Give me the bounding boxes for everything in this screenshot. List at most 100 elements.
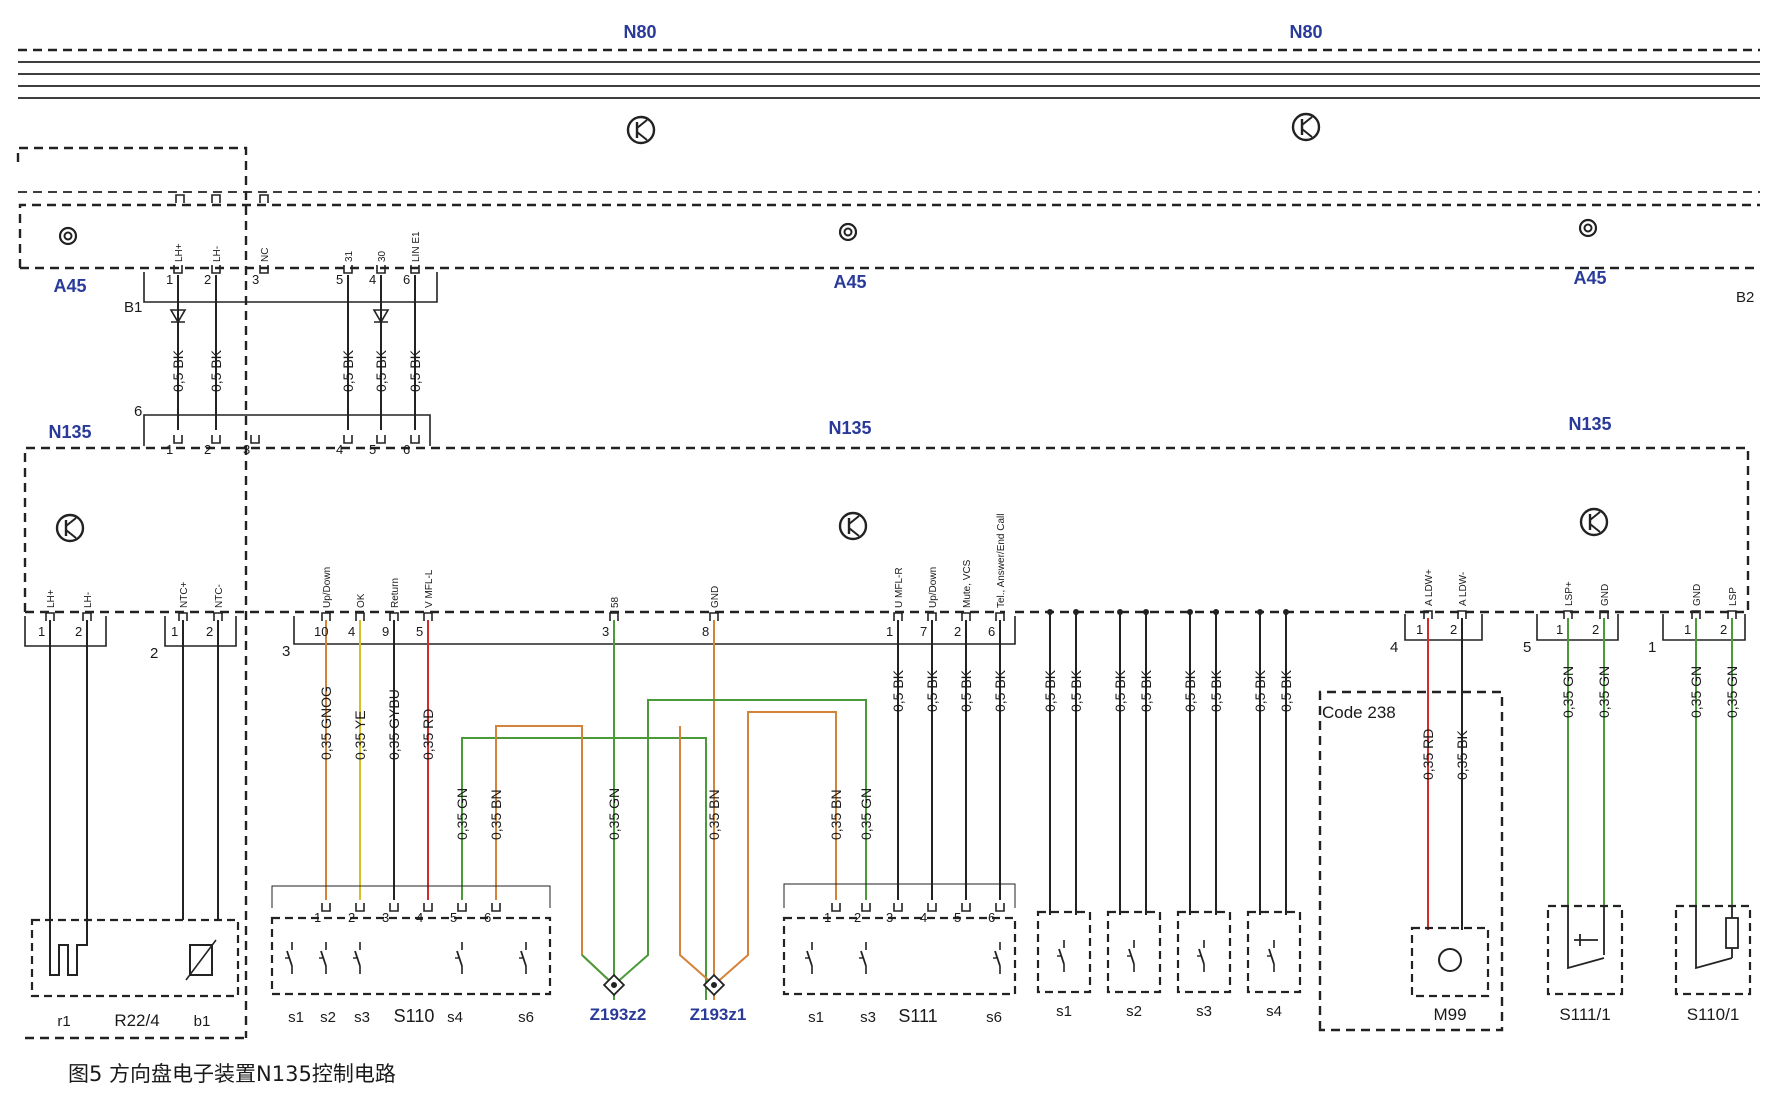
switch-icon <box>1695 905 1733 970</box>
wire-label: 0,35 GNOG <box>318 686 334 760</box>
wire-label: 0,35 BN <box>488 789 504 840</box>
n135-top-pin <box>173 434 183 444</box>
s111-pin <box>861 902 871 912</box>
s111-connector <box>783 883 1016 908</box>
splice-dot <box>611 982 617 988</box>
wire-label: 0,35 GN <box>606 788 622 840</box>
connector-1r <box>1662 614 1746 641</box>
thermistor-icon <box>189 944 213 976</box>
a45-label: A45 <box>53 276 86 296</box>
wire-label: 0,35 GN <box>1724 666 1740 718</box>
component-label: S110/1 <box>1687 1005 1740 1024</box>
switch-icon <box>1126 939 1135 973</box>
a45-module-box <box>16 146 1760 1040</box>
connectors <box>24 194 1746 912</box>
component-label: S110 <box>394 1006 435 1026</box>
conn3-pin-number: 9 <box>382 624 389 639</box>
connector-id: 4 <box>1390 639 1398 656</box>
b1-label: B1 <box>124 299 142 316</box>
n135-label: N135 <box>48 422 91 442</box>
s110-pin-number: 4 <box>416 910 423 925</box>
bus-label: N80 <box>1289 22 1322 42</box>
n135-top-pin-number: 2 <box>204 442 211 457</box>
wire-label: 0,35 BK <box>1454 730 1470 780</box>
n135-label: N135 <box>828 418 871 438</box>
conn3-pin <box>709 612 719 622</box>
wire-label: 0,5 BK <box>890 669 906 712</box>
sub-label: s4 <box>1266 1003 1282 1020</box>
bus-label: N80 <box>623 22 656 42</box>
figure-caption: 图5 方向盘电子装置N135控制电路 <box>68 1062 396 1086</box>
sub-label: s6 <box>518 1009 534 1026</box>
r22-box <box>30 918 240 998</box>
sub-label: s2 <box>1126 1003 1142 1020</box>
conn5-signal: LSP+ <box>1564 581 1575 606</box>
s110-1-box <box>1674 904 1752 996</box>
transistor-icon <box>1291 112 1321 142</box>
wire-label: 0,35 RD <box>1420 729 1436 780</box>
m99-box <box>1410 926 1490 998</box>
wire-label: 0,35 RD <box>420 709 436 760</box>
conn3-signal: GND <box>710 586 721 608</box>
connector-id: 2 <box>150 645 158 662</box>
a45-pin-number: 4 <box>369 272 376 287</box>
wire-label: 0,35 GN <box>1560 666 1576 718</box>
conn3-pin-number: 4 <box>348 624 355 639</box>
splice-wire <box>461 737 707 1000</box>
wire-label: 0,5 BK <box>407 349 423 392</box>
s111-pin <box>995 902 1005 912</box>
code238-label: Code 238 <box>1322 703 1396 722</box>
conn3-pin <box>927 612 937 622</box>
n135-label: N135 <box>1568 414 1611 434</box>
sub-label: s4 <box>447 1009 463 1026</box>
switch-icon <box>1266 939 1275 973</box>
coil-icon <box>58 226 78 246</box>
conn3-signal: V MFL-L <box>424 569 435 608</box>
s111-pin-number: 1 <box>824 910 831 925</box>
s110-pin <box>355 902 365 912</box>
conn1r-pin-number: 1 <box>1684 622 1691 637</box>
conn1-pin <box>45 612 55 622</box>
motor-icon <box>1438 948 1462 972</box>
component-label: M99 <box>1433 1005 1466 1024</box>
switch-icon <box>1196 939 1205 973</box>
wire-label: 0,5 BK <box>1252 669 1268 712</box>
component-label: S111 <box>898 1006 937 1026</box>
s110-pin <box>457 902 467 912</box>
switch-icon <box>518 941 527 975</box>
s110-pin <box>491 902 501 912</box>
n80-bus <box>18 48 1760 99</box>
s110-pin-number: 3 <box>382 910 389 925</box>
wire-label: 0,35 GYBU <box>386 689 402 760</box>
conn3-pin-number: 6 <box>988 624 995 639</box>
conn1r-pin <box>1727 610 1737 620</box>
conn5-signal: GND <box>1600 584 1611 606</box>
conn3-signal: Up/Down <box>322 567 333 608</box>
a45-pin-number: 5 <box>336 272 343 287</box>
component-boxes <box>30 883 1752 998</box>
n135-top-pin-number: 4 <box>336 442 343 457</box>
s110-pin <box>423 902 433 912</box>
s111-pin <box>927 902 937 912</box>
switch-icon <box>992 941 1001 975</box>
n135-top-pin <box>410 434 420 444</box>
conn3-pin-number: 3 <box>602 624 609 639</box>
wire-label: 0,35 YE <box>352 710 368 760</box>
transistor-icon <box>1579 507 1609 537</box>
wire-label: 0,5 BK <box>924 669 940 712</box>
conn3-signal: Return <box>390 578 401 608</box>
a45-label: A45 <box>833 272 866 292</box>
conn1r-signal: LSP <box>1728 587 1739 606</box>
splice-wire <box>613 699 867 986</box>
sub-label: s3 <box>860 1009 876 1026</box>
splice-wire <box>679 726 715 986</box>
conn1r-signal: GND <box>1692 584 1703 606</box>
conn1-pin-number: 1 <box>38 624 45 639</box>
conn1-pin <box>82 612 92 622</box>
sub-label: r1 <box>57 1013 70 1030</box>
switch-icon <box>352 941 361 975</box>
n135-module-box <box>23 446 1750 1032</box>
s111-pin-number: 5 <box>954 910 961 925</box>
